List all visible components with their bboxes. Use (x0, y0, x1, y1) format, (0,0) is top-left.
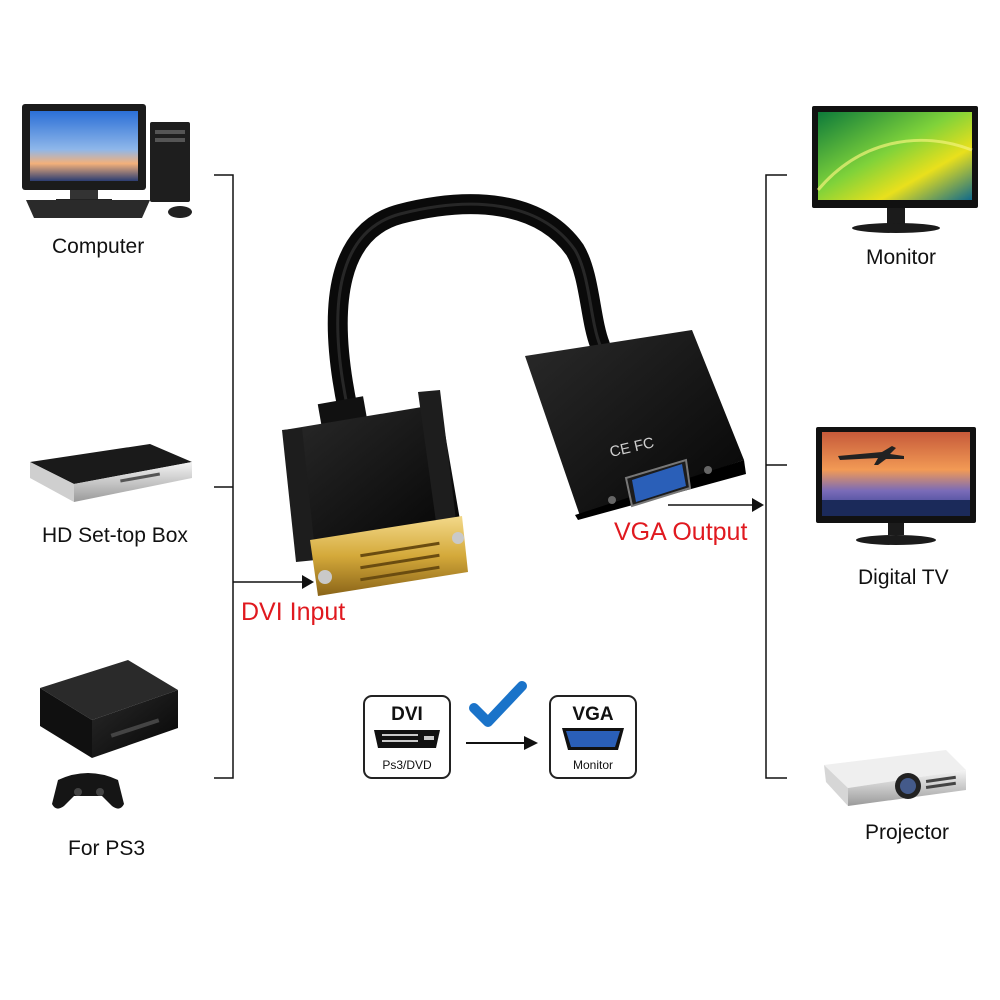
dvi-badge: DVI Ps3/DVD (363, 695, 451, 779)
label-digital-tv: Digital TV (858, 566, 949, 589)
computer-icon (22, 104, 192, 218)
projector-icon (824, 750, 966, 806)
vga-badge-title: VGA (572, 704, 613, 725)
label-for-ps3: For PS3 (68, 837, 146, 860)
dvi-arrow-icon (302, 575, 314, 589)
label-dvi-input: DVI Input (241, 598, 346, 626)
vga-arrow-icon (752, 498, 764, 512)
vga-badge-subtitle: Monitor (573, 758, 613, 772)
ps3-controller-icon (52, 773, 124, 809)
vga-badge: VGA Monitor (549, 695, 637, 779)
checkmark-icon (469, 681, 527, 727)
label-vga-output: VGA Output (614, 518, 748, 546)
vga-adapter-box: CE FC (525, 330, 746, 520)
digital-tv-icon (816, 427, 976, 545)
badge-arrow-icon (466, 736, 538, 750)
adapter-cable (327, 194, 610, 420)
label-computer: Computer (52, 235, 145, 258)
dvi-badge-title: DVI (391, 704, 423, 725)
input-bracket (214, 174, 304, 779)
output-bracket (668, 174, 787, 779)
label-hd-set-top-box: HD Set-top Box (42, 524, 188, 547)
set-top-box-icon (30, 444, 192, 502)
ps3-console-icon (40, 660, 178, 758)
monitor-icon (812, 106, 978, 233)
dvi-badge-subtitle: Ps3/DVD (382, 758, 432, 772)
dvi-connector (282, 390, 468, 596)
label-projector: Projector (865, 821, 950, 844)
label-monitor: Monitor (866, 246, 937, 269)
